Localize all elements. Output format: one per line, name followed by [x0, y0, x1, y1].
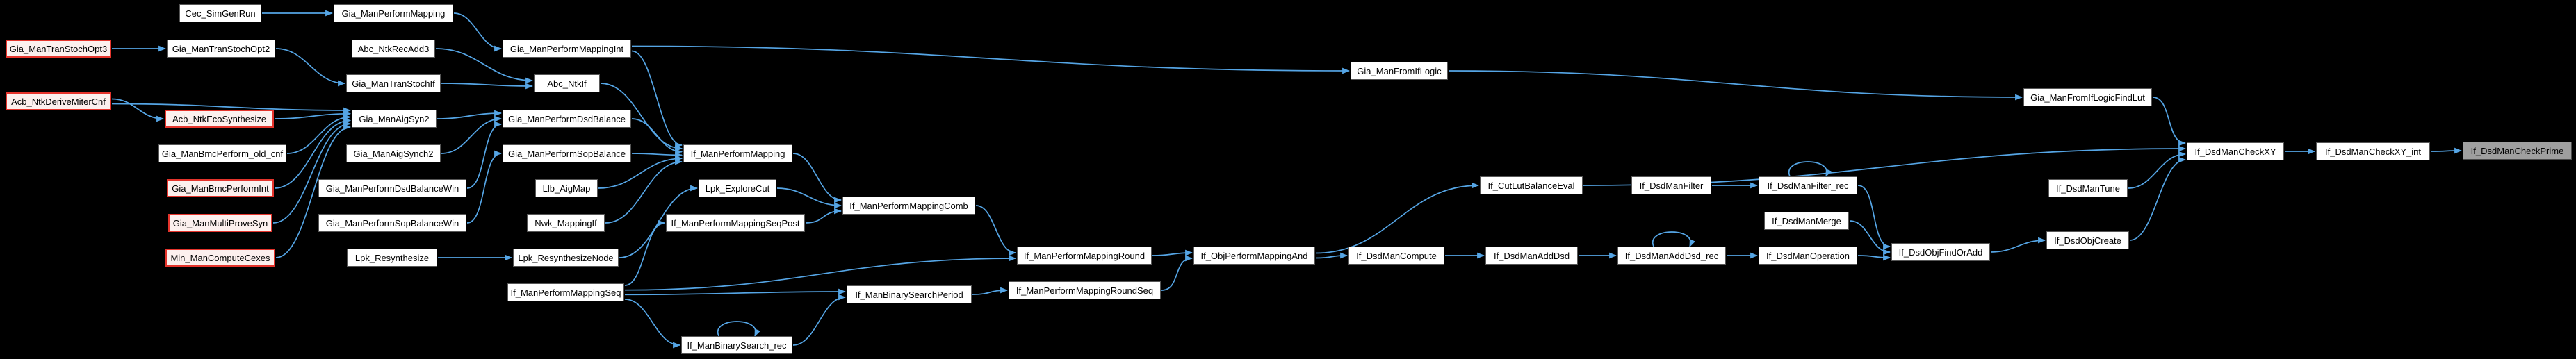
- edge-If_DsdManOperation-to-If_DsdObjFindOrAdd: [1857, 254, 1891, 261]
- node-If_ManPerformMappingSeq[interactable]: If_ManPerformMappingSeq: [507, 283, 624, 301]
- node-If_ManBinarySearch_rec[interactable]: If_ManBinarySearch_rec: [681, 336, 792, 354]
- edge-If_ManPerformMappingSeq-to-If_ManPerformMappingSeqPost: [624, 219, 666, 286]
- edge-Min_ManComputeCexes-to-Gia_ManAigSyn2: [275, 124, 352, 258]
- node-If_ManPerformMappingComb[interactable]: If_ManPerformMappingComb: [842, 197, 975, 215]
- node-If_ManPerformMappingRoundSeq[interactable]: If_ManPerformMappingRoundSeq: [1009, 281, 1161, 299]
- node-Gia_ManPerformSopBalance[interactable]: Gia_ManPerformSopBalance: [503, 144, 631, 162]
- edge-Abc_NtkIf-to-If_ManPerformMapping: [600, 83, 683, 152]
- edge-Llb_AigMap-to-If_ManPerformMapping: [598, 155, 683, 189]
- edge-If_ObjPerformMappingAnd-to-If_CutLutBalanceEval: [1315, 182, 1480, 254]
- edge-Gia_ManFromIfLogic-to-Gia_ManFromIfLogicFindLut: [1448, 70, 2023, 101]
- node-Gia_ManPerformMappingInt[interactable]: Gia_ManPerformMappingInt: [503, 40, 631, 58]
- edge-If_ManPerformMappingRound-to-If_ObjPerformMappingAnd: [1152, 249, 1193, 256]
- node-Cec_SimGenRun[interactable]: Cec_SimGenRun: [179, 4, 261, 22]
- edge-Acb_NtkDeriveMiterCnf-to-Acb_NtkEcoSynthesize: [111, 98, 165, 122]
- edge-Gia_ManPerformMappingInt-to-Gia_ManFromIfLogic: [631, 45, 1351, 74]
- edge-If_ManBinarySearch_rec-to-If_ManBinarySearchPeriod: [792, 294, 847, 346]
- edge-If_DsdObjFindOrAdd-to-If_DsdObjCreate: [1990, 237, 2046, 253]
- edge-Nwk_MappingIf-to-If_ManPerformMapping: [605, 158, 683, 224]
- node-Llb_AigMap[interactable]: Llb_AigMap: [535, 179, 598, 197]
- edge-Gia_ManTranStochIf-to-Abc_NtkIf: [441, 83, 534, 90]
- edge-If_ManPerformMappingSeqPost-to-If_ManPerformMappingComb: [805, 208, 842, 224]
- node-Gia_ManPerformMapping[interactable]: Gia_ManPerformMapping: [334, 4, 453, 22]
- edge-If_DsdManMerge-to-If_DsdObjFindOrAdd: [1849, 220, 1891, 256]
- edge-If_ManBinarySearchPeriod-to-If_ManPerformMappingRoundSeq: [972, 287, 1009, 295]
- node-Gia_ManAigSynch2[interactable]: Gia_ManAigSynch2: [346, 144, 441, 162]
- node-Lpk_ResynthesizeNode[interactable]: Lpk_ResynthesizeNode: [513, 249, 619, 267]
- edge-Gia_ManBmcPerformInt-to-Gia_ManAigSyn2: [274, 117, 352, 189]
- node-Gia_ManFromIfLogic[interactable]: Gia_ManFromIfLogic: [1351, 62, 1448, 80]
- edge-Acb_NtkDeriveMiterCnf-to-Gia_ManAigSyn2: [111, 103, 352, 114]
- node-Gia_ManBmcPerform_old_cnf[interactable]: Gia_ManBmcPerform_old_cnf: [158, 144, 286, 162]
- edge-If_DsdObjCreate-to-If_DsdManCheckXY: [2129, 156, 2187, 241]
- edge-If_DsdManFilter_rec-to-If_DsdObjFindOrAdd: [1857, 185, 1891, 250]
- node-Gia_ManBmcPerformInt[interactable]: Gia_ManBmcPerformInt: [167, 179, 274, 197]
- edge-Lpk_ExploreCut-to-If_ManPerformMappingComb: [776, 187, 842, 209]
- node-If_ManPerformMappingSeqPost[interactable]: If_ManPerformMappingSeqPost: [666, 214, 805, 232]
- node-If_DsdManCheckPrime: If_DsdManCheckPrime: [2463, 142, 2572, 160]
- node-If_DsdManCheckXY_int[interactable]: If_DsdManCheckXY_int: [2316, 142, 2430, 160]
- edge-Abc_NtkRecAdd3-to-Abc_NtkIf: [435, 48, 534, 84]
- node-If_CutLutBalanceEval[interactable]: If_CutLutBalanceEval: [1480, 176, 1583, 194]
- edge-If_ManPerformMappingComb-to-If_ManPerformMappingRound: [975, 205, 1017, 256]
- node-Gia_ManPerformDsdBalance[interactable]: Gia_ManPerformDsdBalance: [503, 110, 631, 128]
- node-Lpk_Resynthesize[interactable]: Lpk_Resynthesize: [347, 249, 437, 267]
- node-If_DsdManAddDsd_rec[interactable]: If_DsdManAddDsd_rec: [1617, 247, 1726, 265]
- node-If_ObjPerformMappingAnd[interactable]: If_ObjPerformMappingAnd: [1193, 247, 1315, 265]
- node-If_ManBinarySearchPeriod[interactable]: If_ManBinarySearchPeriod: [847, 285, 972, 303]
- node-If_ManPerformMapping[interactable]: If_ManPerformMapping: [683, 144, 792, 162]
- edge-Gia_ManPerformDsdBalanceWin-to-Gia_ManPerformDsdBalance: [466, 121, 503, 189]
- node-Gia_ManMultiProveSyn[interactable]: Gia_ManMultiProveSyn: [168, 214, 272, 232]
- edge-Gia_ManTranStochOpt2-to-Gia_ManTranStochIf: [275, 48, 346, 87]
- node-Gia_ManPerformDsdBalanceWin[interactable]: Gia_ManPerformDsdBalanceWin: [318, 179, 466, 197]
- node-If_DsdManOperation[interactable]: If_DsdManOperation: [1759, 247, 1857, 265]
- node-If_DsdManTune[interactable]: If_DsdManTune: [2048, 179, 2128, 197]
- node-Nwk_MappingIf[interactable]: Nwk_MappingIf: [527, 214, 605, 232]
- edge-If_DsdManFilter_rec-self: [1788, 161, 1832, 178]
- edge-Gia_ManPerformMapping-to-Gia_ManPerformMappingInt: [453, 12, 503, 52]
- edge-Gia_ManMultiProveSyn-to-Gia_ManAigSyn2: [272, 120, 352, 224]
- node-Gia_ManTranStochOpt2[interactable]: Gia_ManTranStochOpt2: [167, 40, 275, 58]
- node-Min_ManComputeCexes[interactable]: Min_ManComputeCexes: [165, 249, 275, 267]
- edge-Gia_ManPerformSopBalanceWin-to-Gia_ManPerformSopBalance: [466, 150, 503, 224]
- node-If_ManPerformMappingRound[interactable]: If_ManPerformMappingRound: [1017, 247, 1152, 265]
- edge-If_DsdManTune-to-If_DsdManCheckXY: [2128, 151, 2187, 189]
- node-Abc_NtkRecAdd3[interactable]: Abc_NtkRecAdd3: [352, 40, 435, 58]
- node-Acb_NtkEcoSynthesize[interactable]: Acb_NtkEcoSynthesize: [165, 110, 274, 128]
- edge-Gia_ManPerformSopBalance-to-If_ManPerformMapping: [631, 151, 683, 158]
- edge-If_ObjPerformMappingAnd-to-If_DsdManCompute: [1315, 252, 1348, 259]
- edge-Gia_ManPerformMappingInt-to-If_ManPerformMapping: [631, 50, 683, 149]
- edge-If_ManPerformMappingSeq-to-If_ManPerformMappingRound: [624, 255, 1017, 291]
- edge-If_ManBinarySearch_rec-self: [717, 321, 760, 337]
- edge-If_DsdManAddDsd_rec-self: [1652, 231, 1695, 248]
- node-Acb_NtkDeriveMiterCnf[interactable]: Acb_NtkDeriveMiterCnf: [6, 92, 111, 110]
- edge-Acb_NtkEcoSynthesize-to-Gia_ManAigSyn2: [274, 110, 352, 119]
- node-If_DsdManFilter[interactable]: If_DsdManFilter: [1631, 176, 1711, 194]
- node-Gia_ManTranStochIf[interactable]: Gia_ManTranStochIf: [346, 74, 441, 92]
- edge-If_ManPerformMappingSeq-to-If_ManBinarySearch_rec: [624, 299, 681, 349]
- edge-Gia_ManFromIfLogicFindLut-to-If_DsdManCheckXY: [2152, 97, 2187, 147]
- node-If_DsdManCheckXY[interactable]: If_DsdManCheckXY: [2187, 142, 2284, 160]
- node-If_DsdManAddDsd[interactable]: If_DsdManAddDsd: [1485, 247, 1578, 265]
- node-Gia_ManPerformSopBalanceWin[interactable]: Gia_ManPerformSopBalanceWin: [318, 214, 466, 232]
- node-Gia_ManFromIfLogicFindLut[interactable]: Gia_ManFromIfLogicFindLut: [2023, 88, 2152, 106]
- node-If_DsdManMerge[interactable]: If_DsdManMerge: [1764, 212, 1849, 230]
- edge-If_ManPerformMappingRoundSeq-to-If_ObjPerformMappingAnd: [1161, 255, 1193, 291]
- edge-Gia_ManAigSyn2-to-Gia_ManPerformDsdBalance: [437, 110, 503, 119]
- node-If_DsdManFilter_rec[interactable]: If_DsdManFilter_rec: [1759, 176, 1857, 194]
- edge-Gia_ManAigSynch2-to-Gia_ManPerformDsdBalance: [441, 115, 503, 154]
- node-Gia_ManTranStochOpt3[interactable]: Gia_ManTranStochOpt3: [6, 40, 111, 58]
- edge-If_ManPerformMapping-to-If_ManPerformMappingComb: [792, 153, 842, 203]
- node-If_DsdManCompute[interactable]: If_DsdManCompute: [1348, 247, 1444, 265]
- edge-Gia_ManPerformDsdBalance-to-If_ManPerformMapping: [631, 118, 683, 155]
- node-Lpk_ExploreCut[interactable]: Lpk_ExploreCut: [699, 179, 776, 197]
- node-Abc_NtkIf[interactable]: Abc_NtkIf: [534, 74, 600, 92]
- node-If_DsdObjFindOrAdd[interactable]: If_DsdObjFindOrAdd: [1891, 243, 1990, 261]
- node-Gia_ManAigSyn2[interactable]: Gia_ManAigSyn2: [352, 110, 437, 128]
- node-If_DsdObjCreate[interactable]: If_DsdObjCreate: [2046, 231, 2129, 249]
- edge-If_ManPerformMappingSeq-to-If_ManBinarySearchPeriod: [624, 288, 847, 296]
- edge-Gia_ManBmcPerform_old_cnf-to-Gia_ManAigSyn2: [286, 114, 352, 154]
